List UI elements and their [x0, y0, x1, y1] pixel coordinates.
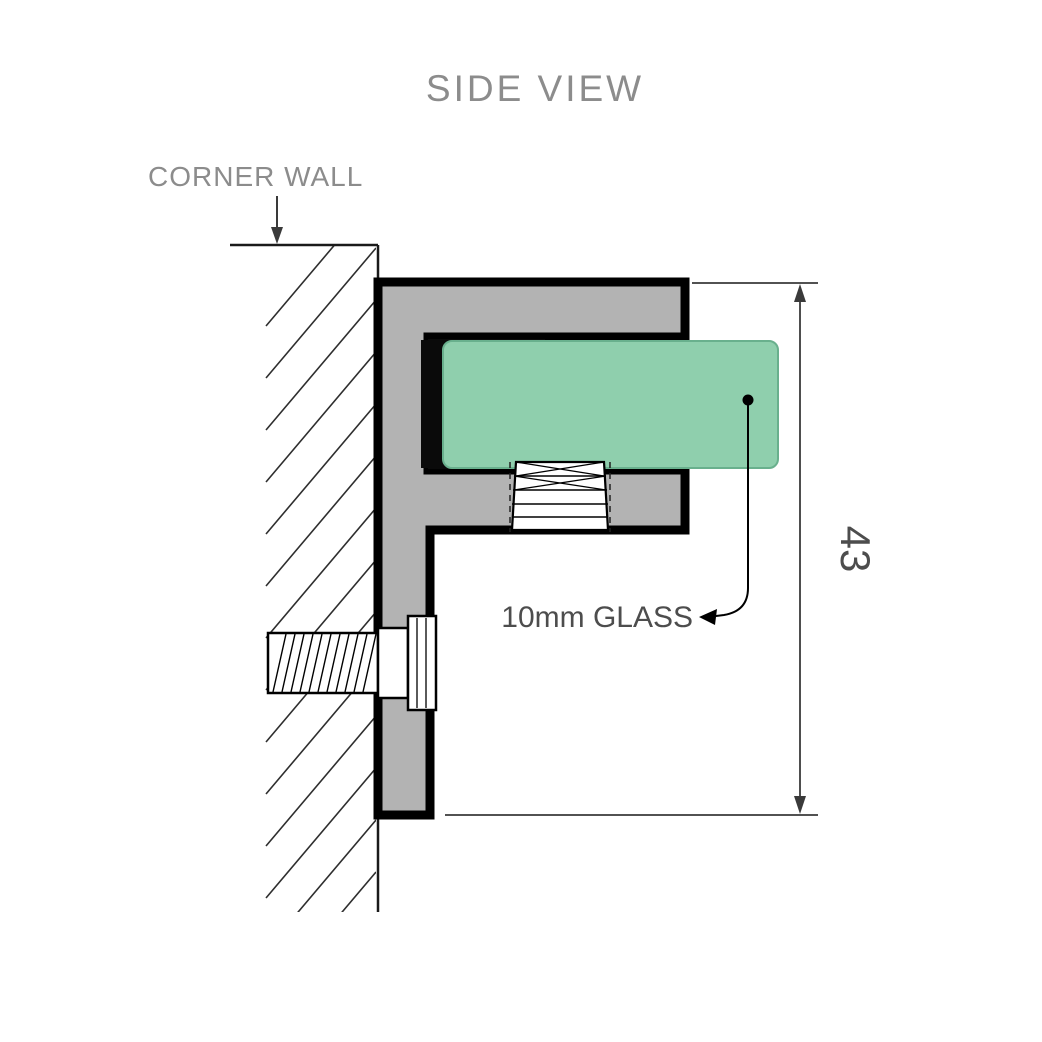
bracket-profile [373, 277, 690, 820]
page-title: SIDE VIEW [426, 68, 644, 109]
glass-panel [442, 340, 779, 469]
dimension-line [445, 282, 818, 816]
wall-hatching [265, 245, 376, 912]
corner-wall-arrow [271, 196, 283, 244]
wall-screw [266, 614, 438, 712]
glass-leader [699, 394, 754, 625]
glass-label: 10mm GLASS [501, 601, 693, 634]
wall-line [230, 243, 380, 912]
corner-wall-label: CORNER WALL [148, 161, 363, 192]
grub-screw [509, 460, 611, 532]
dimension-label: 43 [832, 526, 879, 573]
